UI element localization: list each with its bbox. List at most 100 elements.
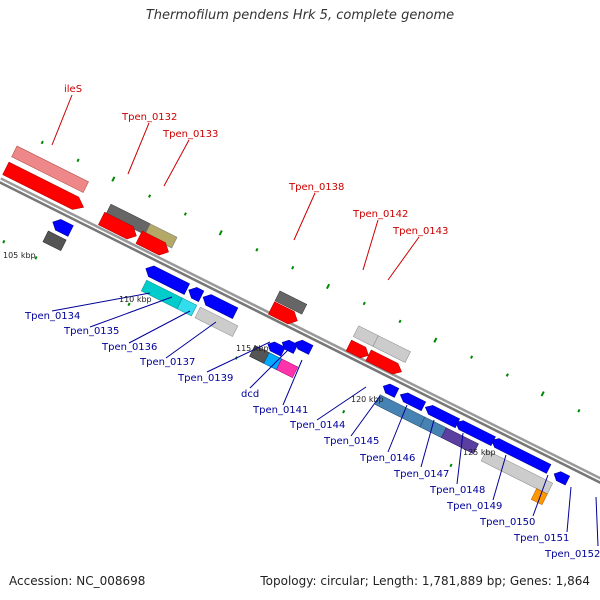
bottom-callout-lines (51, 292, 599, 547)
tick-mark (148, 194, 152, 198)
gene-label-tpen0142[interactable]: Tpen_0142 (352, 209, 408, 220)
callout-line-tpen0136 (128, 310, 191, 344)
gene-ileS-red[interactable] (2, 161, 87, 213)
gene-red-forward-1[interactable] (98, 211, 139, 242)
gene-label-tpen0138[interactable]: Tpen_0138 (288, 182, 344, 193)
tick-mark (218, 230, 223, 236)
scale-label: 125 kbp (463, 448, 496, 457)
tick-mark (291, 265, 295, 270)
tick-mark (470, 355, 474, 359)
gene-label-tpen0145[interactable]: Tpen_0145 (323, 436, 379, 447)
callout-line-tpen0146 (387, 404, 408, 453)
gene-blue-rev-2[interactable] (143, 263, 190, 295)
backbone-strand-bottom (0, 180, 600, 488)
gene-label-ileS[interactable]: ileS (64, 84, 82, 95)
gene-blue-rev-13[interactable] (552, 469, 571, 486)
tick-mark (433, 337, 438, 343)
callout-line-tpen0141 (282, 359, 303, 406)
gene-blue-rev-3[interactable] (186, 285, 205, 302)
gene-ileS-pink[interactable] (11, 145, 89, 193)
tick-mark (40, 140, 44, 145)
gene-label-tpen0152[interactable]: Tpen_0152 (544, 549, 600, 560)
tick-mark (326, 283, 331, 290)
gene-label-tpen0147[interactable]: Tpen_0147 (393, 469, 449, 480)
callout-line-tpen0135 (89, 296, 173, 328)
tick-marks (2, 140, 581, 468)
gene-label-tpen0141[interactable]: Tpen_0141 (252, 405, 308, 416)
gene-label-tpen0139[interactable]: Tpen_0139 (177, 373, 233, 384)
track-frame (0, 140, 600, 506)
gene-label-tpen0133[interactable]: Tpen_0133 (162, 129, 218, 140)
genome-summary-text: Topology: circular; Length: 1,781,889 bp… (260, 574, 590, 588)
gene-label-dcd[interactable]: dcd (241, 389, 259, 400)
gene-label-tpen0135[interactable]: Tpen_0135 (63, 326, 119, 337)
top-label-group: ileS Tpen_0132 Tpen_0133 Tpen_0138 Tpen_… (64, 84, 448, 237)
gene-tpen0137-grey[interactable] (194, 306, 239, 337)
gene-label-tpen0137[interactable]: Tpen_0137 (139, 357, 195, 368)
tick-mark (127, 302, 131, 307)
tick-mark (255, 247, 259, 252)
callout-line-tpen0138 (293, 192, 316, 241)
tick-mark (505, 373, 509, 377)
gene-tpen0149-grey[interactable] (480, 449, 554, 495)
callout-line-tpen0145 (350, 395, 381, 437)
gene-label-tpen0134[interactable]: Tpen_0134 (24, 311, 80, 322)
gene-label-tpen0144[interactable]: Tpen_0144 (289, 420, 345, 431)
callout-line-tpen0149 (492, 454, 507, 501)
tick-mark (34, 256, 38, 260)
callout-line-tpen0132 (127, 122, 150, 175)
tick-mark (76, 158, 80, 163)
callout-line-tpen0151 (566, 486, 572, 533)
gene-tpen0143[interactable] (372, 335, 411, 363)
gene-red-forward-2[interactable] (135, 230, 172, 258)
gene-blue-rev-1[interactable] (50, 217, 74, 237)
tick-mark (540, 391, 545, 397)
gene-grey-rev-1[interactable] (42, 230, 67, 252)
gene-blue-rev-11[interactable] (453, 418, 496, 447)
top-callout-lines (51, 94, 420, 281)
callout-line-tpen0147 (420, 419, 435, 468)
gene-blue-rev-8[interactable] (381, 382, 400, 398)
scale-label: 120 kbp (351, 395, 384, 404)
callout-line-tpen0139 (206, 341, 271, 373)
callout-line-tpen0133 (163, 139, 190, 187)
callout-line-tpen0134 (51, 292, 151, 312)
callout-line-tpen0150 (532, 474, 549, 517)
gene-blue-rev-9[interactable] (398, 390, 427, 412)
callout-line-tpen0148 (456, 432, 464, 485)
scale-label: 110 kbp (119, 295, 152, 304)
gene-red-forward-3[interactable] (267, 301, 300, 327)
reverse-genes (42, 217, 571, 506)
gene-label-tpen0143[interactable]: Tpen_0143 (392, 226, 448, 237)
callout-line-ileS (51, 94, 73, 146)
gene-label-tpen0150[interactable]: Tpen_0150 (479, 517, 535, 528)
gene-tpen0138[interactable] (274, 290, 308, 315)
gene-tpen0141[interactable] (276, 358, 299, 379)
backbone-strand-top (0, 177, 600, 484)
tick-mark (342, 409, 346, 414)
gene-blue-rev-12[interactable] (489, 436, 552, 474)
gene-label-tpen0148[interactable]: Tpen_0148 (429, 485, 485, 496)
gene-red-forward-4[interactable] (345, 339, 371, 361)
tick-mark (362, 301, 366, 306)
callout-line-tpen0143 (387, 236, 420, 281)
gene-label-tpen0149[interactable]: Tpen_0149 (446, 501, 502, 512)
bottom-label-group: Tpen_0134 Tpen_0135 Tpen_0136 Tpen_0137 … (24, 311, 600, 560)
gene-label-tpen0146[interactable]: Tpen_0146 (359, 453, 415, 464)
gene-label-tpen0151[interactable]: Tpen_0151 (513, 533, 569, 544)
gene-blue-rev-4[interactable] (200, 292, 239, 319)
tick-mark (111, 176, 116, 182)
gene-label-tpen0136[interactable]: Tpen_0136 (101, 342, 157, 353)
gene-tpen0135-cyan[interactable] (176, 297, 198, 317)
scale-label: 105 kbp (3, 251, 36, 260)
gene-blue-rev-10[interactable] (423, 403, 461, 429)
gene-red-forward-5[interactable] (365, 349, 404, 377)
map-title: Thermofilum pendens Hrk 5, complete geno… (145, 8, 455, 23)
tick-mark (2, 239, 6, 244)
gene-label-tpen0132[interactable]: Tpen_0132 (121, 112, 177, 123)
gene-blue-rev-7[interactable] (293, 338, 314, 355)
tick-mark (449, 463, 453, 468)
callout-line-tpen0144 (316, 386, 367, 421)
tick-mark (398, 319, 402, 324)
